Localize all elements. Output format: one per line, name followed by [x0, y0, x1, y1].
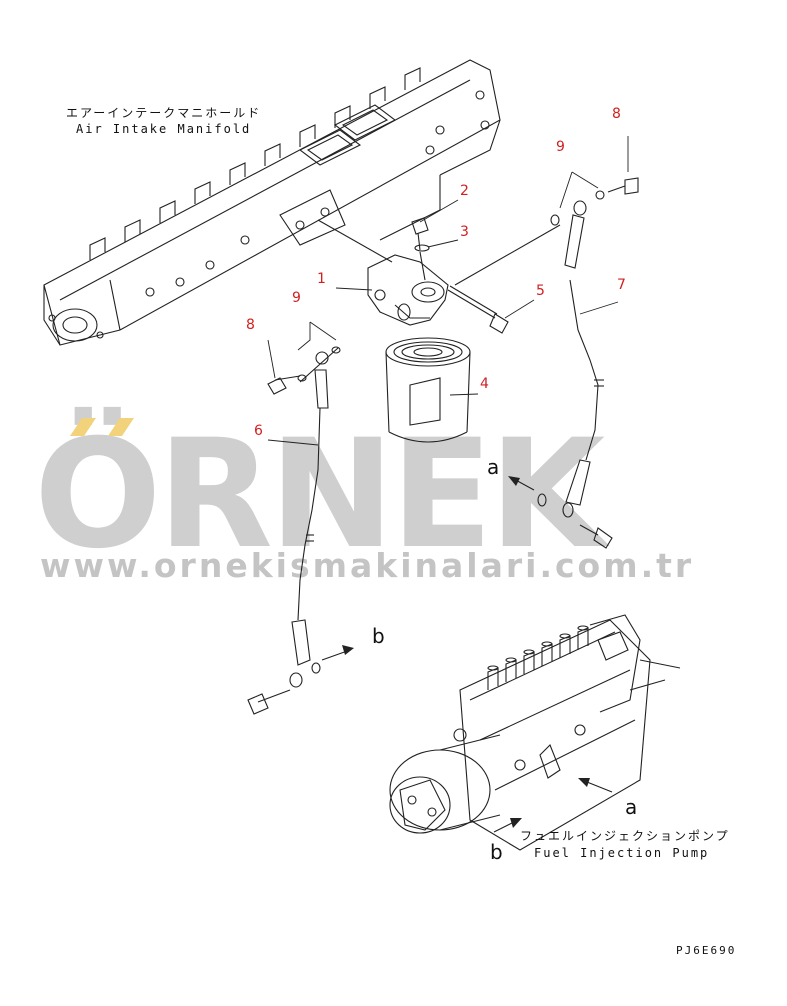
- fuel-pipe-6: [247, 346, 341, 715]
- callout-9-right: 9: [556, 139, 565, 155]
- fuel-filter-cartridge: [385, 337, 471, 443]
- reference-a-top: a: [487, 455, 500, 479]
- pump-label-jp: フュエルインジェクションポンプ: [520, 829, 730, 843]
- delivery-valves: [487, 625, 589, 690]
- fuel-pipe-7: [454, 177, 639, 549]
- fuel-injection-pump: [389, 614, 681, 851]
- drawing-code: PJ6E690: [676, 944, 737, 957]
- callout-3: 3: [460, 224, 469, 240]
- callout-8-left: 8: [246, 317, 255, 333]
- manifold-ribs: [89, 67, 421, 260]
- callout-9-left: 9: [292, 290, 301, 306]
- callout-8-right: 8: [612, 106, 621, 122]
- callout-1: 1: [317, 271, 326, 287]
- filter-head: [367, 254, 449, 326]
- bolt-5: [447, 285, 509, 334]
- callout-7: 7: [617, 277, 626, 293]
- manifold-label-en: Air Intake Manifold: [76, 122, 252, 136]
- callout-2: 2: [460, 183, 469, 199]
- manifold-label-jp: エアーインテークマニホールド: [66, 106, 262, 120]
- reference-b-top: b: [372, 624, 385, 648]
- reference-arrows: [321, 476, 613, 833]
- reference-b-bottom: b: [490, 840, 503, 864]
- pump-label-en: Fuel Injection Pump: [534, 846, 710, 860]
- leader-manifold-filter: [317, 219, 393, 263]
- callout-5: 5: [536, 283, 545, 299]
- watermark-url: www.ornekismakinalari.com.tr: [40, 546, 695, 585]
- bolt-2: [411, 217, 430, 281]
- callout-leaders: [267, 136, 629, 446]
- callout-6: 6: [254, 423, 263, 439]
- callout-4: 4: [480, 376, 489, 392]
- reference-a-bottom: a: [625, 795, 638, 819]
- watermark-brand: ÖRNEK: [34, 408, 605, 582]
